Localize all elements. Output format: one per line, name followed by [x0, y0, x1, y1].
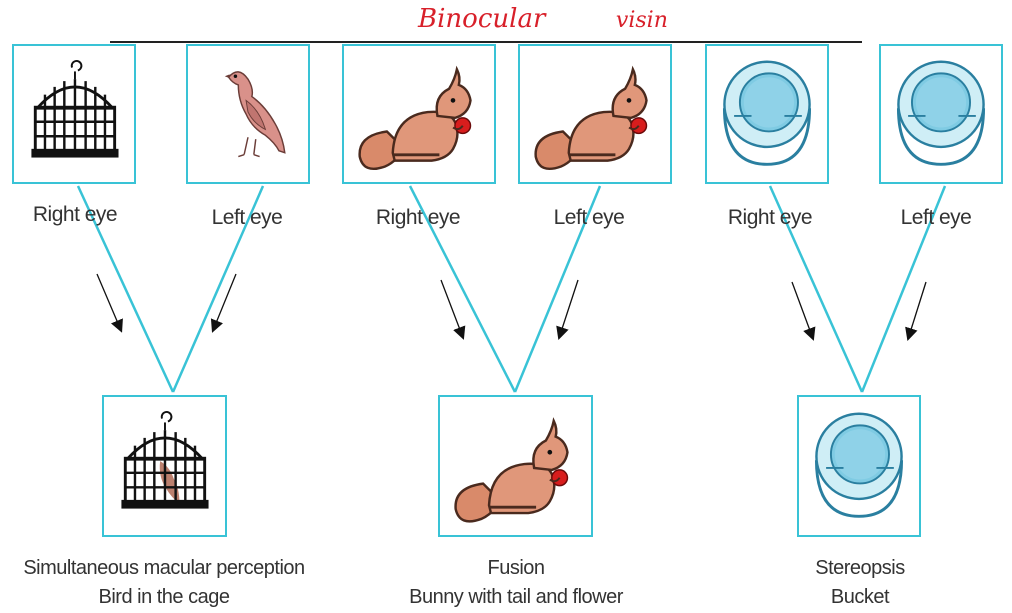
arrow-down-icon	[792, 282, 812, 336]
caption-title: Stereopsis	[815, 554, 905, 583]
arrow-down-icon	[909, 282, 926, 336]
arrow-down-icon	[560, 280, 578, 335]
caption-subtitle: Bunny with tail and flower	[409, 583, 623, 612]
caption-subtitle: Bird in the cage	[23, 583, 304, 612]
squirrel-icon	[344, 46, 494, 182]
right-eye-label: Right eye	[33, 203, 117, 227]
caption-title: Simultaneous macular perception	[23, 554, 304, 583]
result-frame-1	[102, 395, 227, 537]
right-eye-frame-2	[342, 44, 496, 184]
result-caption-2: Fusion Bunny with tail and flower	[409, 554, 623, 612]
squirrel-icon	[520, 46, 670, 182]
result-caption-3: Stereopsis Bucket	[815, 554, 905, 612]
result-frame-3	[797, 395, 921, 537]
bird-icon	[188, 46, 308, 182]
squirrel-icon	[440, 397, 591, 535]
result-frame-2	[438, 395, 593, 537]
birdcage-icon	[14, 46, 134, 182]
left-eye-label: Left eye	[554, 206, 625, 230]
bird-in-cage-icon	[104, 397, 225, 535]
right-eye-frame-3	[705, 44, 829, 184]
left-eye-frame-3	[879, 44, 1003, 184]
caption-title: Fusion	[409, 554, 623, 583]
bucket-icon	[707, 46, 827, 182]
right-eye-label: Right eye	[376, 206, 460, 230]
arrow-down-icon	[441, 280, 462, 335]
left-eye-frame-2	[518, 44, 672, 184]
right-eye-frame-1	[12, 44, 136, 184]
bucket-icon	[799, 397, 919, 535]
result-caption-1: Simultaneous macular perception Bird in …	[23, 554, 304, 612]
left-eye-label: Left eye	[212, 206, 283, 230]
arrow-down-icon	[214, 274, 236, 328]
left-eye-frame-1	[186, 44, 310, 184]
bucket-icon	[881, 46, 1001, 182]
right-eye-label: Right eye	[728, 206, 812, 230]
caption-subtitle: Bucket	[815, 583, 905, 612]
arrow-down-icon	[97, 274, 120, 328]
left-eye-label: Left eye	[901, 206, 972, 230]
